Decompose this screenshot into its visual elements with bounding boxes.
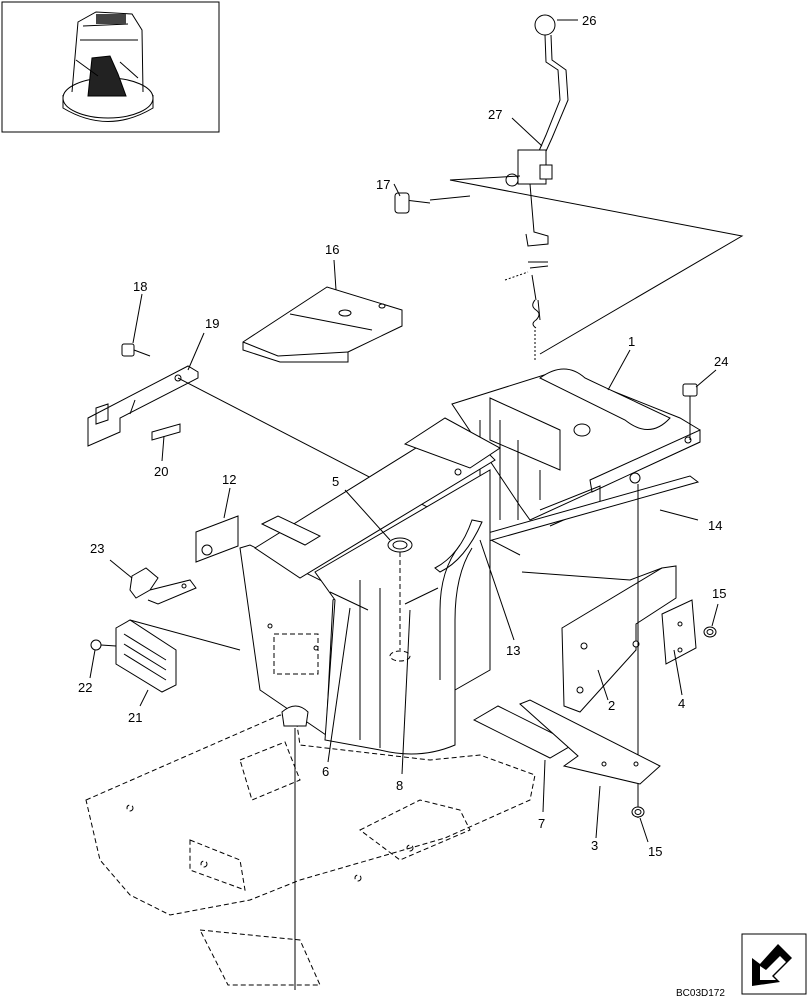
callout-12: 12 <box>222 472 236 487</box>
callout-20: 20 <box>154 464 168 479</box>
control-lever-assembly <box>394 14 744 360</box>
callout-4: 4 <box>678 696 685 711</box>
callout-13: 13 <box>506 643 520 658</box>
machine-orientation-icon <box>1 1 220 133</box>
base-frame-outline <box>85 705 536 990</box>
grill-21 <box>90 619 241 693</box>
callout-23: 26 <box>582 13 596 28</box>
cover-plate-4 <box>661 599 717 665</box>
callout-3: 3 <box>591 838 598 853</box>
callout-26: 23 <box>90 541 104 556</box>
callout-labels: 26 27 17 16 18 19 20 1 24 5 12 14 23 22 … <box>78 13 728 859</box>
floor-plate-3 <box>519 699 661 818</box>
callout-2: 2 <box>608 698 615 713</box>
callout-7: 7 <box>538 816 545 831</box>
drawing-code: BC03D172 <box>676 988 725 999</box>
callout-8: 8 <box>396 778 403 793</box>
navigation-arrow-icon[interactable] <box>741 933 807 995</box>
callout-21: 21 <box>128 710 142 725</box>
callout-6: 6 <box>322 764 329 779</box>
cover-plate-2 <box>521 565 677 713</box>
callout-1: 1 <box>628 334 635 349</box>
callout-5: 5 <box>332 474 339 489</box>
callout-15-upper: 15 <box>712 586 726 601</box>
callout-15-lower: 15 <box>648 844 662 859</box>
callout-27: 27 <box>488 107 502 122</box>
leader-lines <box>89 19 719 843</box>
callout-24: 24 <box>714 354 728 369</box>
column-cover <box>239 417 501 755</box>
callout-16: 16 <box>325 242 339 257</box>
callout-18: 18 <box>133 279 147 294</box>
console-frame-1 <box>451 368 701 527</box>
plate-12 <box>195 515 239 563</box>
callout-17: 17 <box>376 177 390 192</box>
floor-plate-16 <box>242 286 403 363</box>
callout-19: 19 <box>205 316 219 331</box>
callout-14: 14 <box>708 518 722 533</box>
callout-22: 22 <box>78 680 92 695</box>
bracket-26 <box>129 567 197 605</box>
